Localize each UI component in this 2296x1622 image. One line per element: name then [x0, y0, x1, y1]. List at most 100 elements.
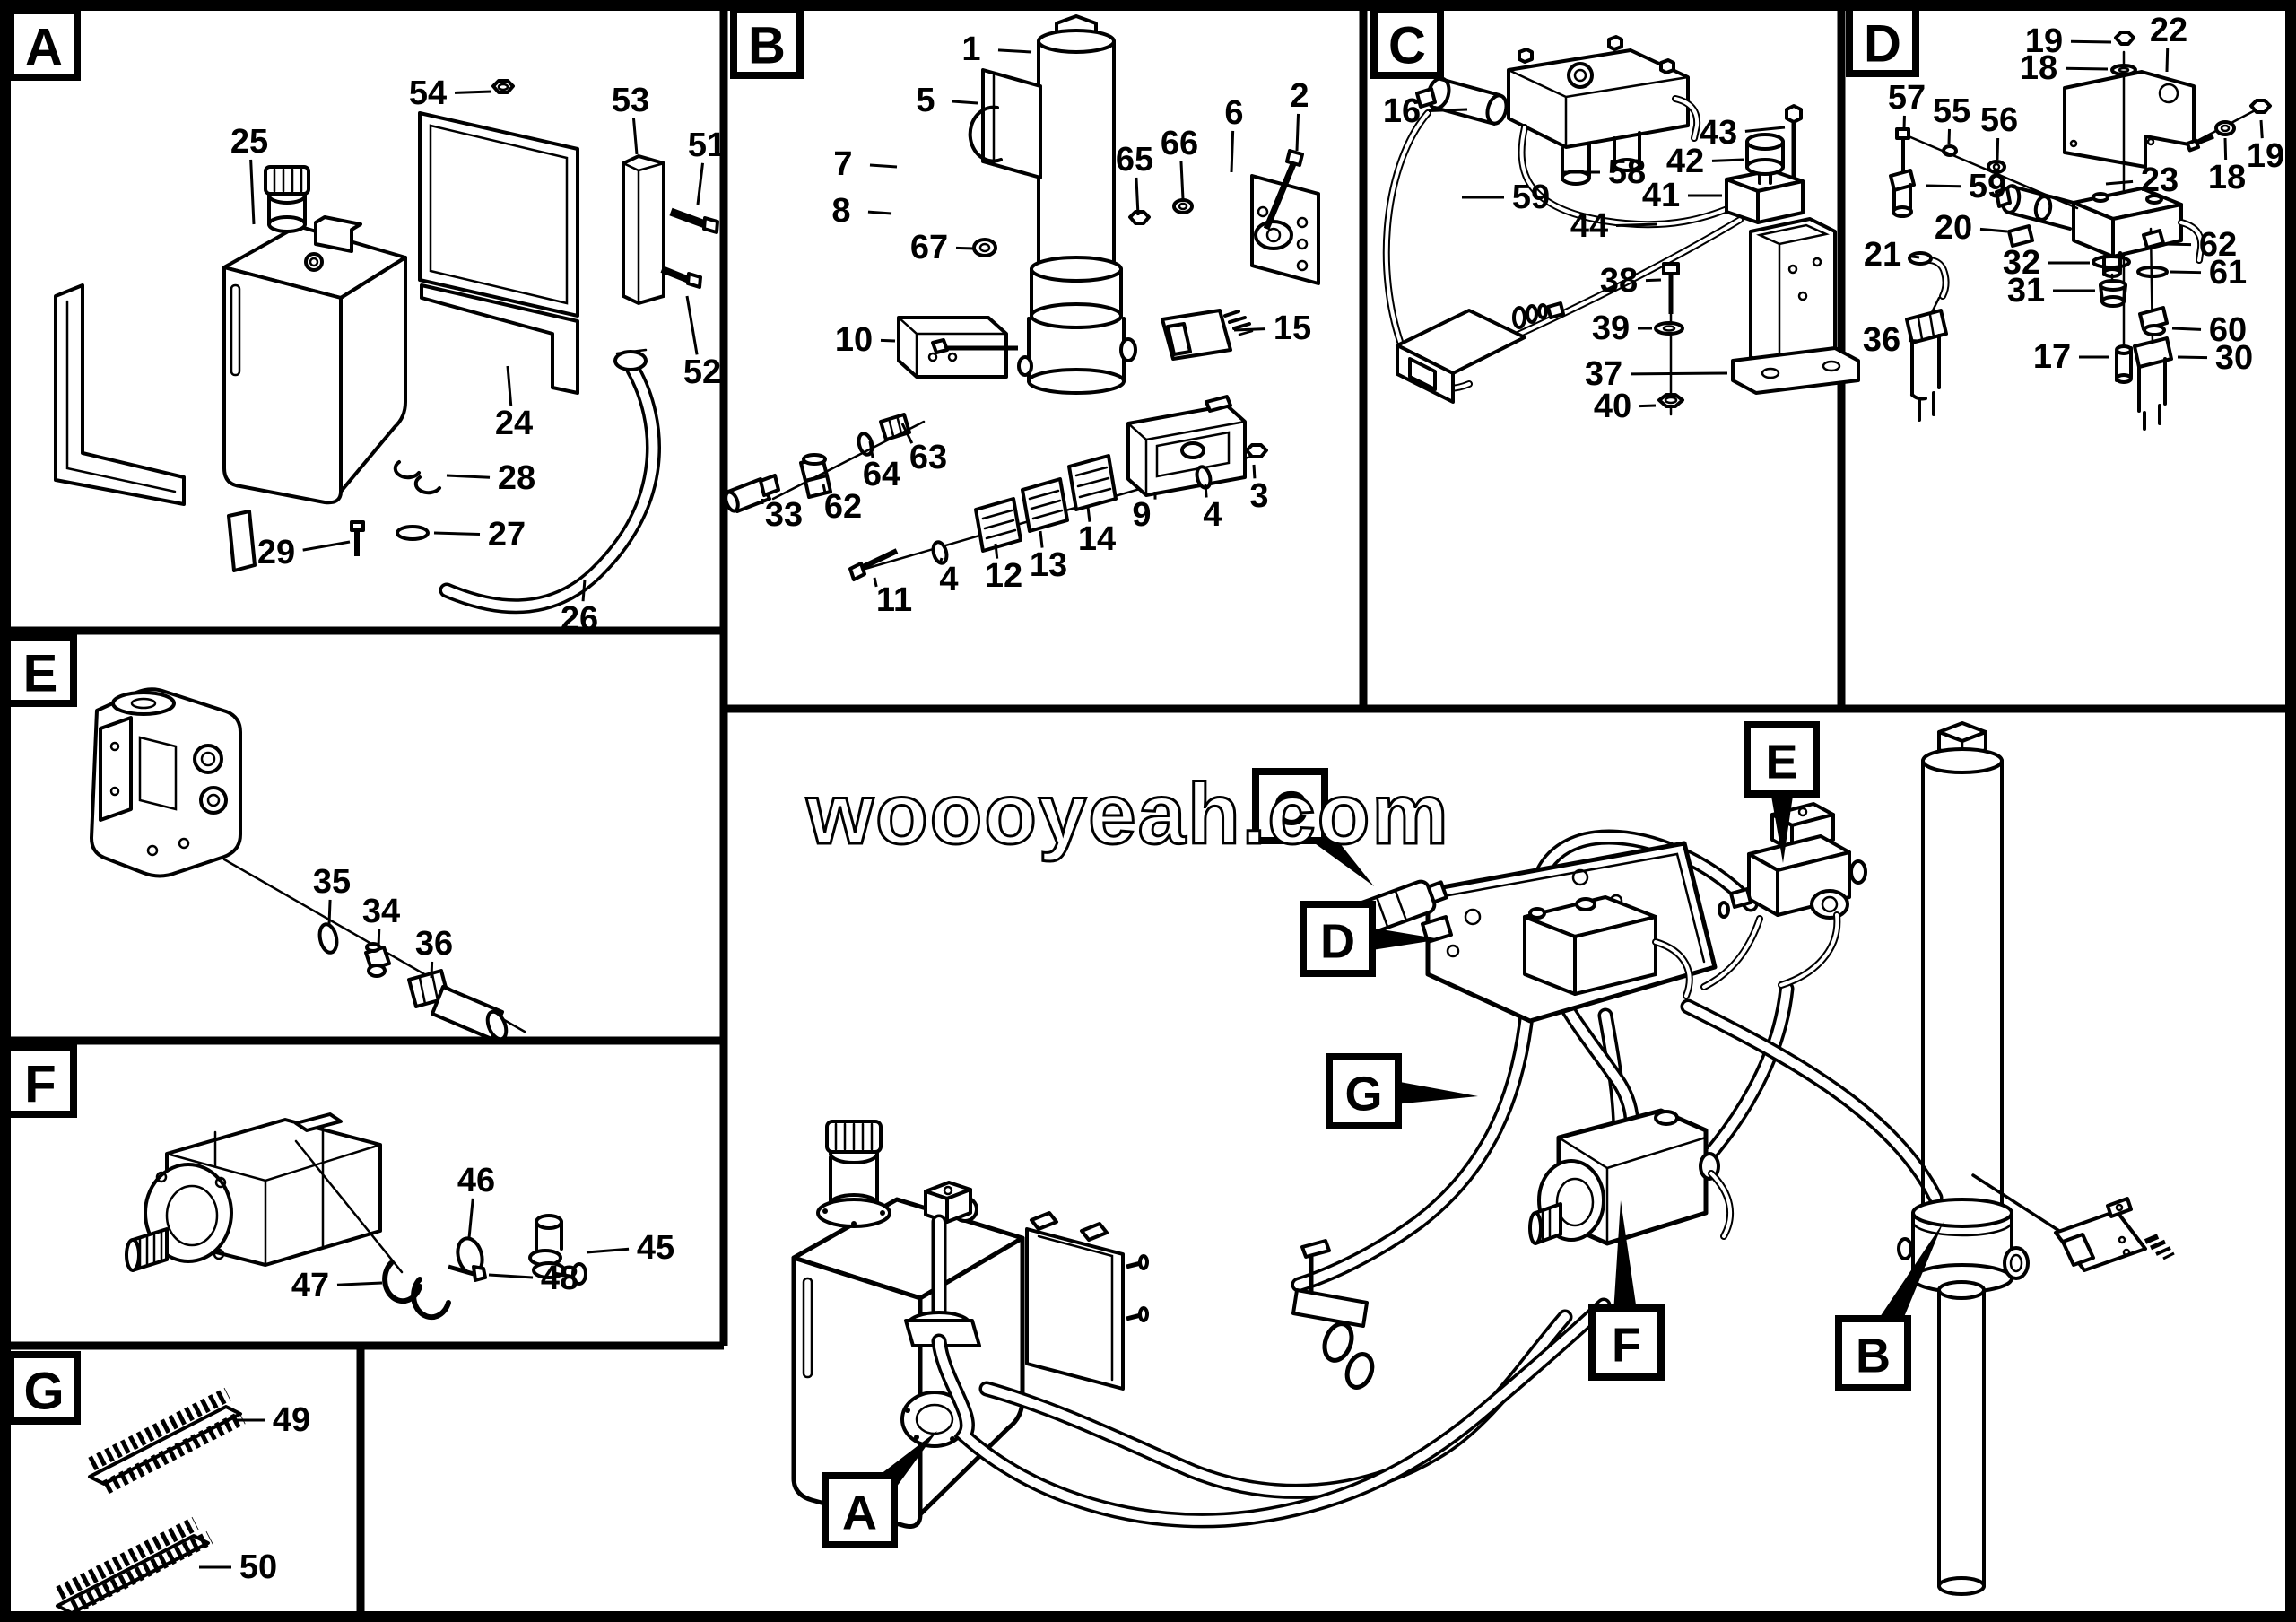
- part-label-D-62: 62: [2199, 226, 2237, 264]
- part-label-F-47: 47: [291, 1267, 329, 1304]
- watermark: woooyeah.com: [804, 765, 1449, 864]
- leader-line: [880, 338, 896, 343]
- leader-line: [1744, 126, 1786, 133]
- leader-line: [1204, 484, 1208, 498]
- part-label-B-66: 66: [1161, 125, 1198, 162]
- part-label-B-65: 65: [1116, 141, 1153, 179]
- part-label-D-21: 21: [1864, 236, 1901, 274]
- callout-box-G: [1326, 1053, 1402, 1129]
- part-label-B-2: 2: [1290, 77, 1309, 115]
- leader-line: [1908, 338, 1920, 343]
- callout-arrow-G: [1394, 1080, 1478, 1104]
- leader-line: [997, 48, 1032, 54]
- part-label-D-31: 31: [2007, 272, 2045, 310]
- part-label-E-34: 34: [362, 893, 400, 930]
- callout-box-B: [1835, 1315, 1911, 1391]
- panel-F-letter: F: [24, 1056, 56, 1114]
- leader-line: [1135, 177, 1140, 216]
- panel-F-label-box: [4, 1044, 77, 1118]
- part-label-D-57: 57: [1888, 79, 1926, 117]
- part-label-C-43: 43: [1700, 114, 1737, 152]
- leader-line: [867, 210, 892, 215]
- leader-line: [955, 246, 975, 250]
- part-label-A-54: 54: [409, 74, 447, 112]
- callout-box-C: [1252, 768, 1328, 844]
- part-label-B-33: 33: [765, 496, 803, 534]
- leader-line: [1645, 278, 1662, 283]
- part-label-D-19: 19: [2025, 22, 2063, 60]
- part-label-D-61: 61: [2209, 254, 2247, 292]
- leader-line: [1909, 254, 1920, 259]
- panel-D-label-box: [1846, 4, 1919, 77]
- leader-line: [873, 577, 878, 588]
- panel-B-label-box: [730, 5, 804, 79]
- leader-line: [2170, 270, 2202, 275]
- callout-letter-B: B: [1856, 1330, 1891, 1383]
- leader-line: [2171, 327, 2202, 331]
- panel-c-art: [1382, 35, 1860, 416]
- part-label-D-18: 18: [2208, 159, 2246, 196]
- part-label-C-42: 42: [1666, 143, 1704, 180]
- leader-line: [1996, 137, 2000, 161]
- part-label-D-56: 56: [1980, 101, 2018, 139]
- leader-line: [2177, 355, 2208, 360]
- part-label-B-1: 1: [961, 31, 980, 68]
- leader-line: [2165, 48, 2170, 73]
- part-label-C-40: 40: [1594, 388, 1631, 425]
- leader-line: [327, 899, 332, 925]
- part-label-C-58: 58: [1608, 153, 1646, 191]
- part-label-B-4: 4: [1203, 496, 1222, 534]
- panel-d-art: [1889, 31, 2272, 431]
- hose-runs: [931, 829, 1944, 1529]
- callout-letter-D: D: [1320, 915, 1355, 969]
- leader-lines: [199, 39, 2264, 1569]
- leader-line: [685, 295, 699, 355]
- leader-line: [1295, 113, 1300, 152]
- part-label-B-4: 4: [939, 561, 958, 598]
- part-label-A-24: 24: [495, 405, 533, 442]
- panel-g-art: [56, 1387, 246, 1615]
- part-label-D-18: 18: [2020, 49, 2057, 87]
- panel-b-art: [724, 14, 1320, 581]
- part-label-D-55: 55: [1933, 92, 1970, 130]
- part-label-B-13: 13: [1030, 546, 1067, 584]
- leader-line: [1947, 128, 1952, 144]
- part-label-B-6: 6: [1224, 94, 1243, 132]
- panel-C-letter: C: [1388, 17, 1426, 75]
- leader-line: [1630, 371, 1728, 376]
- panel-f-art: [125, 1112, 587, 1321]
- leader-line: [1615, 222, 1658, 227]
- panel-E-letter: E: [23, 645, 58, 703]
- pump-part: [1528, 1108, 1735, 1246]
- panel-G-letter: G: [23, 1363, 64, 1421]
- leader-line: [446, 474, 491, 479]
- part-label-A-29: 29: [257, 534, 295, 571]
- callout-arrow-F: [1613, 1200, 1638, 1312]
- leader-line: [1039, 530, 1044, 548]
- panel-B-letter: B: [748, 17, 786, 75]
- panel-a-art: [54, 79, 719, 615]
- leader-line: [1233, 327, 1266, 332]
- panel-G-label-box: [7, 1351, 81, 1425]
- part-label-F-48: 48: [541, 1260, 578, 1297]
- part-label-D-36: 36: [1863, 321, 1900, 359]
- leader-line: [952, 100, 978, 105]
- part-label-B-63: 63: [909, 439, 947, 476]
- limit-switch-part: [2054, 1197, 2175, 1272]
- leader-line: [2070, 39, 2112, 44]
- leader-line: [869, 163, 898, 169]
- leader-line: [302, 540, 351, 552]
- leader-line: [2162, 242, 2192, 247]
- callout-arrow-D: [1368, 927, 1441, 951]
- part-label-B-15: 15: [1274, 310, 1311, 347]
- part-label-F-45: 45: [637, 1229, 674, 1267]
- part-label-B-12: 12: [985, 557, 1022, 595]
- part-label-B-7: 7: [833, 145, 852, 183]
- callout-box-A: [822, 1472, 898, 1548]
- leader-line: [1428, 108, 1468, 112]
- part-label-B-8: 8: [831, 192, 850, 230]
